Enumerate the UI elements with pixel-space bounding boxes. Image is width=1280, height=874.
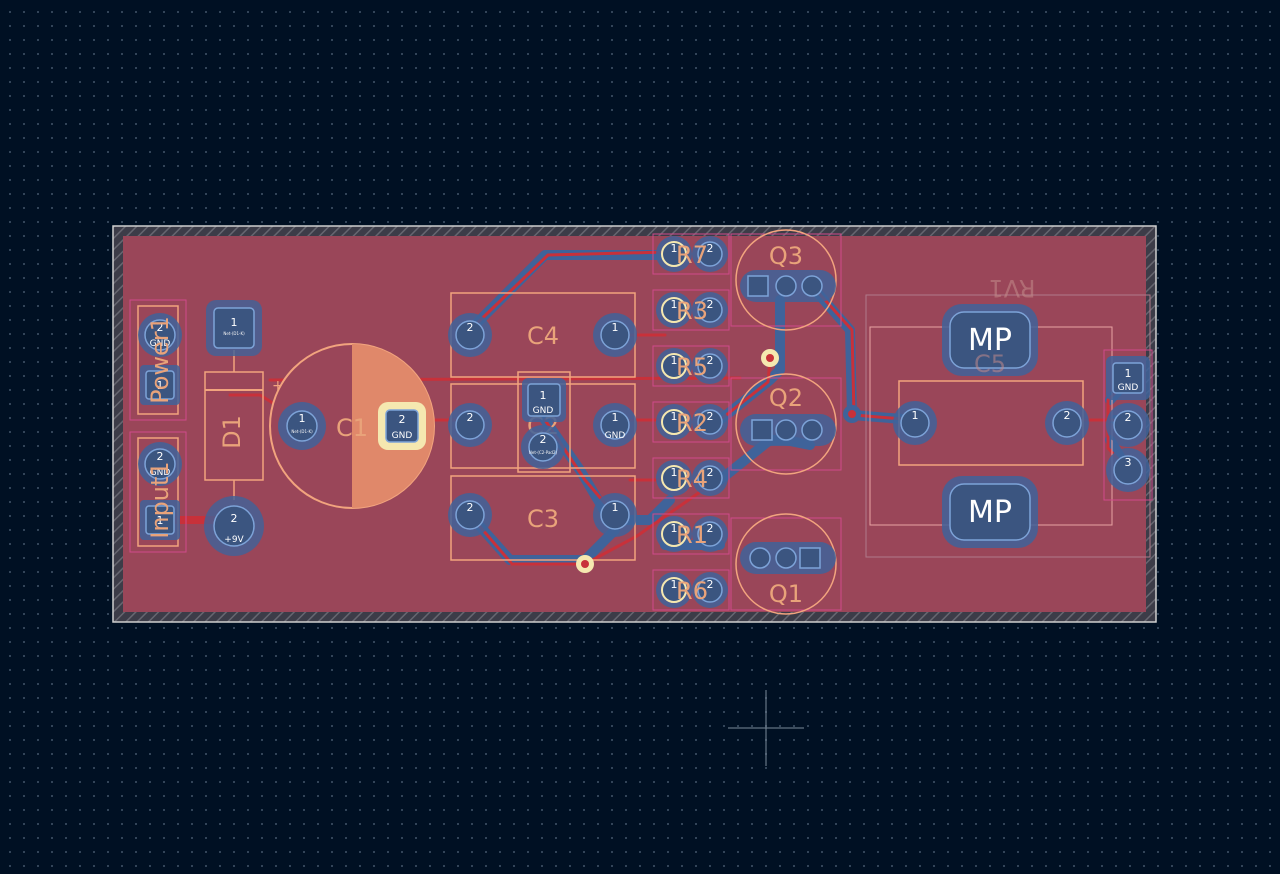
svg-text:2: 2 bbox=[707, 578, 714, 591]
c4-ref: C4 bbox=[527, 322, 559, 350]
rv1-ghost-ref: C5 bbox=[974, 350, 1006, 378]
resistor-ref: R5 bbox=[676, 353, 708, 381]
svg-text:GND: GND bbox=[150, 468, 171, 478]
svg-text:1: 1 bbox=[157, 379, 164, 392]
rv1-mounting-pad-bottom[interactable]: MP bbox=[942, 476, 1038, 548]
svg-text:2: 2 bbox=[1064, 409, 1071, 422]
svg-text:2: 2 bbox=[467, 321, 474, 334]
q1-ref: Q1 bbox=[769, 580, 803, 608]
svg-text:Net-(D1-K): Net-(D1-K) bbox=[291, 429, 313, 434]
d1-pad-2[interactable]: 2 +9V bbox=[204, 496, 264, 556]
power-pad-2-net: GND bbox=[150, 339, 171, 349]
resistor-r2[interactable]: 1 2R2 bbox=[652, 401, 730, 443]
svg-text:2: 2 bbox=[707, 242, 714, 255]
svg-text:1: 1 bbox=[671, 242, 678, 255]
svg-text:3: 3 bbox=[1125, 456, 1132, 469]
svg-text:1: 1 bbox=[612, 411, 619, 424]
svg-text:1: 1 bbox=[157, 514, 164, 527]
svg-text:GND: GND bbox=[605, 431, 626, 441]
svg-text:2: 2 bbox=[399, 413, 406, 426]
svg-text:MP: MP bbox=[968, 495, 1012, 530]
resistor-r4[interactable]: 1 2R4 bbox=[652, 457, 730, 499]
svg-text:Net-(D1-K): Net-(D1-K) bbox=[223, 331, 245, 336]
transistor-q3[interactable]: Q3 bbox=[730, 229, 842, 331]
c4-capacitor[interactable]: C4 2 1 bbox=[448, 292, 637, 378]
c1-pad-1[interactable]: 1 Net-(D1-K) bbox=[278, 402, 326, 450]
svg-text:+9V: +9V bbox=[224, 535, 244, 545]
rv1-potentiometer[interactable]: RV1 MP C5 MP 1 2 bbox=[865, 274, 1151, 558]
svg-text:1: 1 bbox=[912, 409, 919, 422]
power-connector-ref: Power1 bbox=[146, 316, 174, 404]
svg-text:Net-(C2-Pad2): Net-(C2-Pad2) bbox=[529, 450, 558, 455]
resistor-r7[interactable]: 1 2R7 bbox=[652, 233, 730, 275]
svg-text:1: 1 bbox=[612, 321, 619, 334]
power-connector[interactable]: 2 GND 1 Power1 bbox=[129, 299, 187, 421]
q2-ref: Q2 bbox=[769, 384, 803, 412]
resistor-ref: R1 bbox=[676, 521, 708, 549]
svg-text:1: 1 bbox=[540, 389, 547, 402]
svg-text:1: 1 bbox=[231, 316, 238, 329]
resistor-ref: R6 bbox=[676, 577, 708, 605]
d1-pad-1[interactable]: 1 Net-(D1-K) bbox=[206, 300, 262, 356]
input-connector[interactable]: 2 GND 1 Input1 bbox=[129, 431, 187, 553]
svg-text:2: 2 bbox=[707, 410, 714, 423]
c3-capacitor[interactable]: C3 2 1 bbox=[448, 475, 637, 561]
svg-text:1: 1 bbox=[612, 501, 619, 514]
d1-ref: D1 bbox=[218, 415, 246, 449]
transistor-q2[interactable]: Q2 bbox=[730, 373, 842, 475]
svg-text:1: 1 bbox=[1125, 367, 1132, 380]
output-connector[interactable]: 1 GND 2 3 bbox=[1103, 349, 1153, 501]
input-connector-ref: Input1 bbox=[146, 461, 174, 538]
svg-text:1: 1 bbox=[671, 410, 678, 423]
c1-electrolytic[interactable]: C1 1 Net-(D1-K) 2 GND bbox=[269, 343, 435, 509]
vias[interactable] bbox=[576, 349, 861, 573]
svg-text:GND: GND bbox=[392, 431, 413, 441]
resistor-ref: R2 bbox=[676, 409, 708, 437]
resistor-ref: R7 bbox=[676, 241, 708, 269]
svg-text:2: 2 bbox=[540, 433, 547, 446]
svg-text:1: 1 bbox=[671, 466, 678, 479]
svg-text:1: 1 bbox=[671, 354, 678, 367]
rv1-mounting-pad-top[interactable]: MP bbox=[942, 304, 1038, 376]
svg-text:GND: GND bbox=[533, 406, 554, 416]
transistor-q1[interactable]: Q1 bbox=[730, 513, 842, 615]
rv1-ref-back: RV1 bbox=[988, 274, 1035, 302]
resistor-ref: R3 bbox=[676, 297, 708, 325]
svg-text:2: 2 bbox=[231, 512, 238, 525]
c2-capacitor[interactable]: C2 1 GND 2 Net-(C2-Pad2) bbox=[517, 371, 571, 473]
q3-ref: Q3 bbox=[769, 242, 803, 270]
svg-text:MP: MP bbox=[968, 323, 1012, 358]
resistor-r6[interactable]: 1 2R6 bbox=[652, 569, 730, 611]
c3-ref: C3 bbox=[527, 505, 559, 533]
svg-text:2: 2 bbox=[707, 466, 714, 479]
d1-diode[interactable]: D1 + 1 Net-(D1-K) 2 +9V bbox=[204, 300, 284, 556]
svg-text:1: 1 bbox=[671, 578, 678, 591]
resistor-r3[interactable]: 1 2R3 bbox=[652, 289, 730, 331]
d1-polarity-mark: + bbox=[272, 378, 284, 394]
svg-text:2: 2 bbox=[467, 501, 474, 514]
c1-pad-2[interactable]: 2 GND bbox=[378, 402, 426, 450]
cursor-crosshair-icon bbox=[728, 690, 804, 766]
svg-text:1: 1 bbox=[299, 412, 306, 425]
svg-text:2: 2 bbox=[467, 411, 474, 424]
svg-text:1: 1 bbox=[671, 522, 678, 535]
resistor-ref: R4 bbox=[676, 465, 708, 493]
svg-text:2: 2 bbox=[157, 450, 164, 463]
svg-text:GND: GND bbox=[1118, 383, 1139, 393]
svg-text:2: 2 bbox=[1125, 411, 1132, 424]
c1-ref: C1 bbox=[336, 414, 368, 442]
resistor-r5[interactable]: 1 2R5 bbox=[652, 345, 730, 387]
svg-text:2: 2 bbox=[707, 298, 714, 311]
power-pad-2-num: 2 bbox=[157, 321, 164, 334]
svg-text:1: 1 bbox=[671, 298, 678, 311]
svg-text:2: 2 bbox=[707, 522, 714, 535]
svg-text:2: 2 bbox=[707, 354, 714, 367]
resistor-r1[interactable]: 1 2R1 bbox=[652, 513, 730, 555]
middle-capacitor[interactable]: 2 1 GND bbox=[448, 383, 637, 469]
